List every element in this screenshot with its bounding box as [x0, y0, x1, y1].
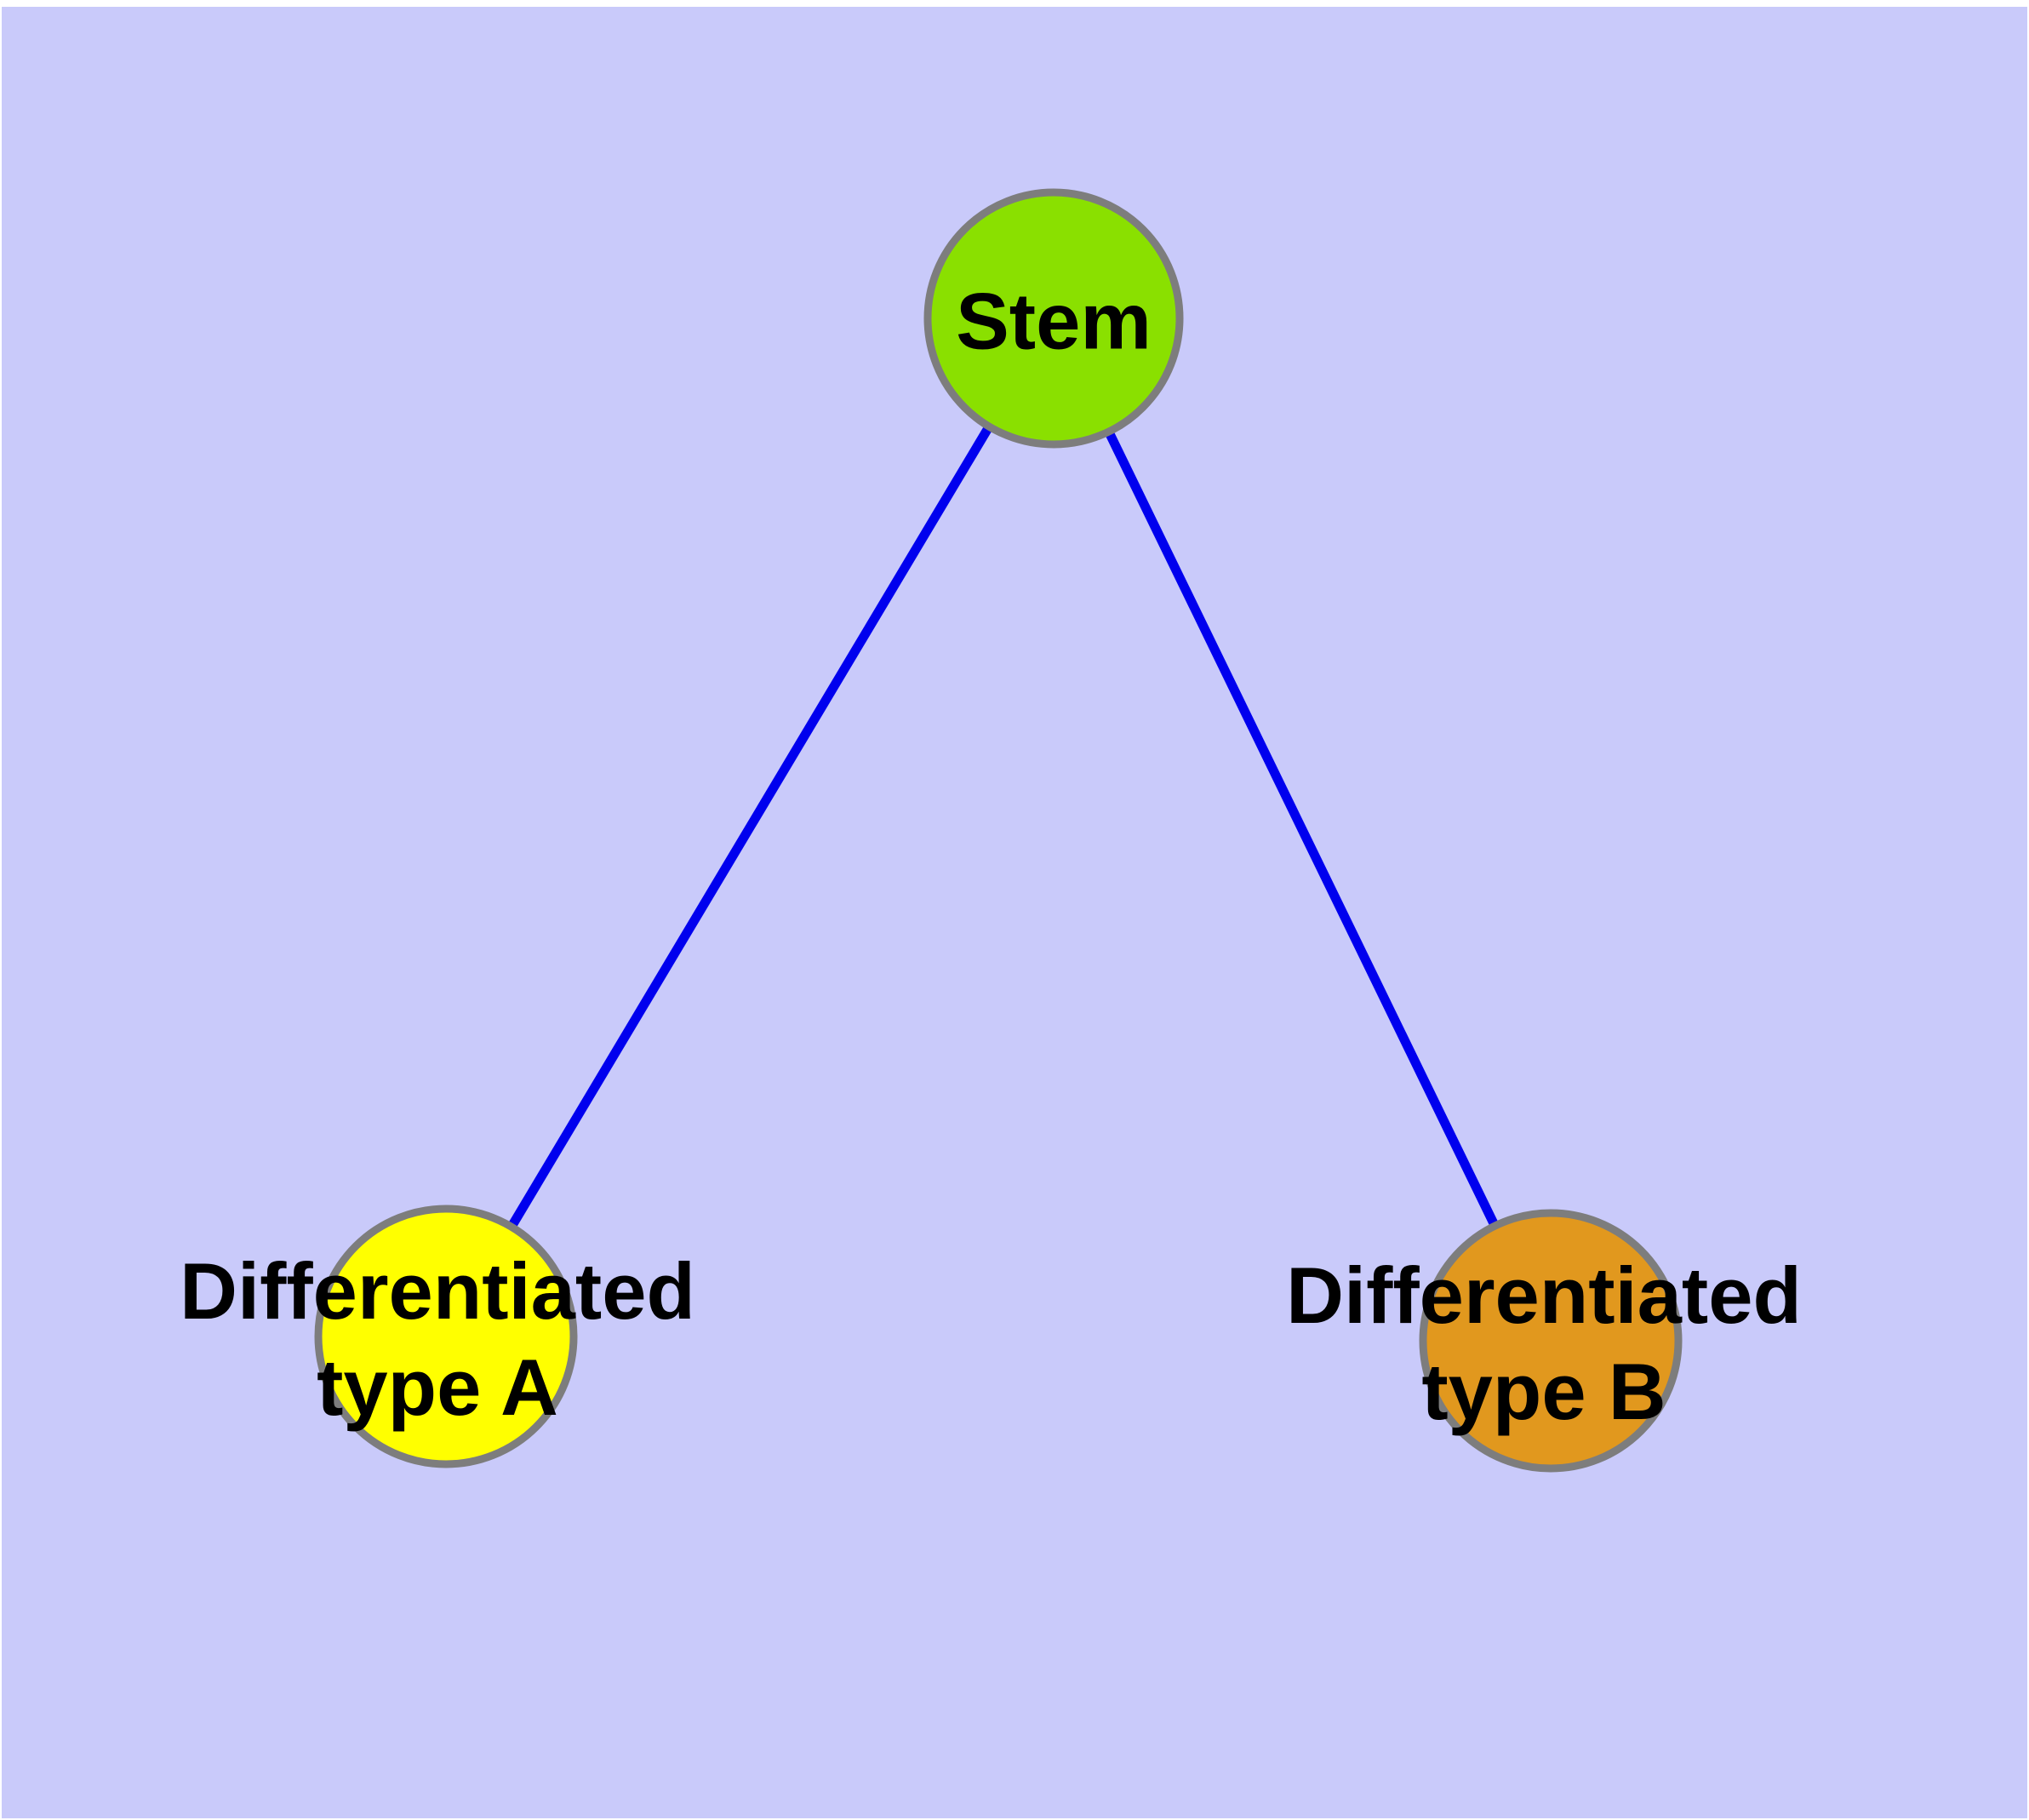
edge-stem-type-b: [1049, 316, 1555, 1343]
label-line: Stem: [956, 276, 1152, 366]
label-line: type A: [317, 1342, 558, 1432]
label-line: Differentiated: [1286, 1251, 1802, 1340]
node-type-a-label: Differentiated type A: [180, 1243, 695, 1435]
node-type-a-circle: [314, 1205, 578, 1468]
edge-stem-type-a: [442, 316, 1058, 1339]
node-type-b-label: Differentiated type B: [1286, 1247, 1802, 1439]
node-type-b-circle: [1419, 1209, 1683, 1473]
label-line: Differentiated: [180, 1246, 695, 1336]
node-stem-label: Stem: [956, 273, 1152, 369]
node-stem-circle: [923, 188, 1184, 449]
label-line: type B: [1421, 1347, 1666, 1436]
